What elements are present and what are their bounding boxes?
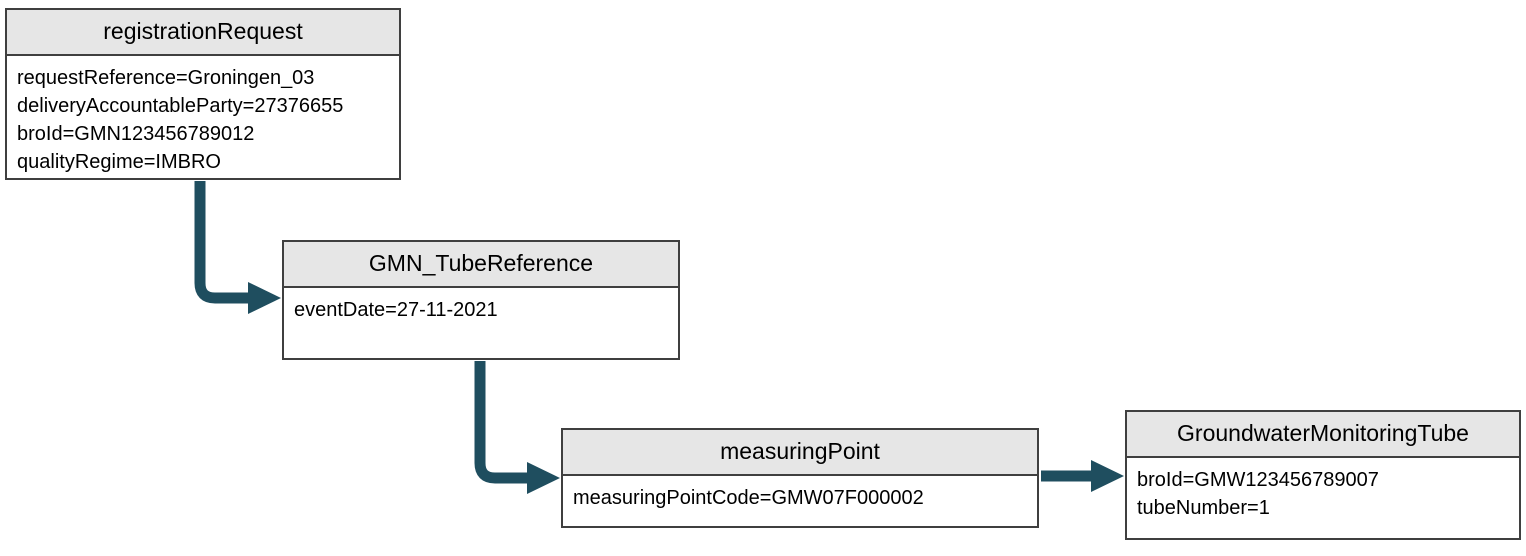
node-attribute: broId=GMN123456789012 <box>17 123 255 145</box>
arrow-head-icon <box>527 462 560 494</box>
node-groundwater-tube: GroundwaterMonitoringTube broId=GMW12345… <box>1125 410 1521 540</box>
node-attribute: eventDate=27-11-2021 <box>294 299 498 321</box>
node-attributes: requestReference=Groningen_03 deliveryAc… <box>7 56 399 178</box>
arrow-tuberef-to-measuringpoint <box>474 361 560 494</box>
node-attribute: broId=GMW123456789007 <box>1137 469 1379 491</box>
arrow-line <box>474 361 528 484</box>
node-attribute: measuringPointCode=GMW07F000002 <box>573 487 924 509</box>
node-title: measuringPoint <box>563 430 1037 476</box>
node-attribute: requestReference=Groningen_03 <box>17 67 315 89</box>
node-attributes: broId=GMW123456789007 tubeNumber=1 <box>1127 458 1519 538</box>
node-registration-request: registrationRequest requestReference=Gro… <box>5 8 401 180</box>
arrow-measuringpoint-to-groundwatertube <box>1041 460 1124 492</box>
node-title: GMN_TubeReference <box>284 242 678 288</box>
node-attribute: qualityRegime=IMBRO <box>17 151 221 173</box>
node-attribute: deliveryAccountableParty=27376655 <box>17 95 344 117</box>
arrow-registration-to-tuberef <box>194 181 281 314</box>
node-measuring-point: measuringPoint measuringPointCode=GMW07F… <box>561 428 1039 528</box>
node-tube-reference: GMN_TubeReference eventDate=27-11-2021 <box>282 240 680 360</box>
arrow-head-icon <box>1091 460 1124 492</box>
node-title: GroundwaterMonitoringTube <box>1127 412 1519 458</box>
arrow-line <box>194 181 249 304</box>
node-title: registrationRequest <box>7 10 399 56</box>
arrow-head-icon <box>248 282 281 314</box>
node-attribute: tubeNumber=1 <box>1137 497 1270 519</box>
node-attributes: eventDate=27-11-2021 <box>284 288 678 358</box>
node-attributes: measuringPointCode=GMW07F000002 <box>563 476 1037 526</box>
